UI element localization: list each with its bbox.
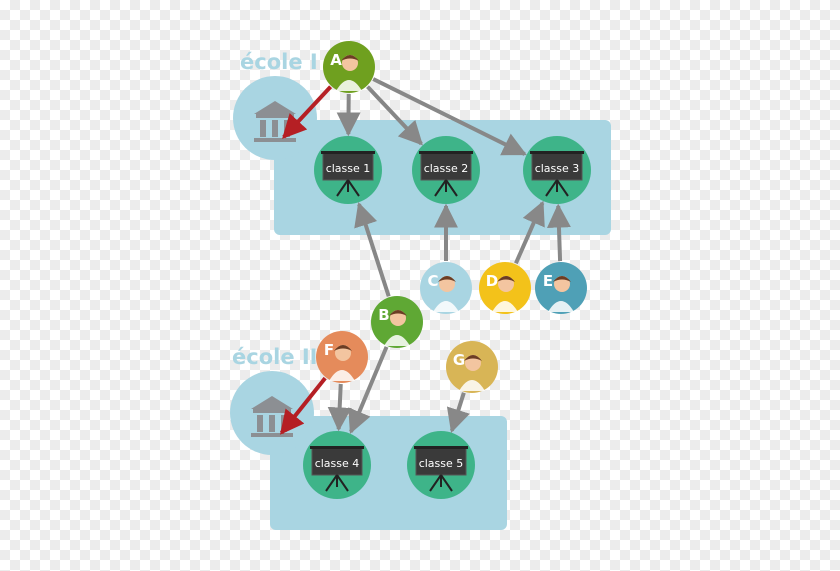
avatar-head: [342, 55, 358, 71]
avatar-body: [384, 335, 410, 346]
person-G: G: [446, 341, 498, 393]
woman-avatar-icon: [336, 55, 362, 91]
link-arrow-F-s2: [279, 376, 327, 435]
link-arrow-G-c5: [446, 392, 470, 433]
person-letter: G: [453, 351, 465, 369]
easel-leg: [545, 179, 558, 197]
woman-avatar-icon: [492, 276, 518, 312]
chalkboard-easel-icon: [414, 446, 468, 492]
chalkboard-easel-icon: [310, 446, 364, 492]
class-node: classe 4: [303, 431, 371, 499]
class-label: classe 3: [535, 162, 580, 175]
avatar-body: [492, 301, 518, 312]
link-arrow-A-s1: [282, 85, 333, 139]
school-2-label: école II: [232, 345, 318, 369]
chalkboard-easel-icon: [321, 151, 375, 197]
easel-leg: [440, 474, 453, 492]
woman-avatar-icon: [384, 310, 410, 346]
chalkboard-rail: [530, 151, 584, 154]
man-avatar-icon: [433, 276, 459, 312]
class-label: classe 5: [419, 457, 464, 470]
school-1-label: école I: [240, 50, 318, 74]
avatar-hair: [553, 276, 571, 282]
avatar-hair: [389, 310, 407, 316]
person-letter: B: [378, 306, 389, 324]
avatar-head: [498, 276, 514, 292]
chalkboard: [531, 152, 583, 181]
person-A: A: [323, 41, 375, 93]
person-B: B: [371, 296, 423, 348]
chalkboard-rail: [310, 446, 364, 449]
link-arrow-A-c3: [372, 77, 527, 156]
avatar-body: [329, 370, 355, 381]
class-node: classe 1: [314, 136, 382, 204]
avatar-hair: [438, 276, 456, 282]
woman-avatar-icon: [548, 276, 574, 312]
person-D: D: [479, 262, 531, 314]
avatar-head: [335, 345, 351, 361]
person-letter: F: [324, 341, 334, 359]
chalkboard-easel-icon: [530, 151, 584, 197]
easel-leg: [336, 179, 349, 197]
avatar-body: [336, 80, 362, 91]
bearded-man-avatar-icon: [329, 345, 355, 381]
avatar-body: [433, 301, 459, 312]
avatar-head: [390, 310, 406, 326]
easel-leg: [556, 179, 569, 197]
avatar-head: [439, 276, 455, 292]
avatar-body: [548, 301, 574, 312]
avatar-hair: [334, 345, 352, 351]
easel-leg: [325, 474, 338, 492]
easel-leg: [445, 179, 458, 197]
person-letter: C: [427, 272, 438, 290]
person-letter: D: [486, 272, 498, 290]
class-node: classe 2: [412, 136, 480, 204]
link-arrow-B-c1: [354, 201, 391, 297]
class-label: classe 4: [315, 457, 360, 470]
avatar-head: [465, 355, 481, 371]
link-arrow-E-c3: [546, 203, 571, 262]
person-E: E: [535, 262, 587, 314]
link-arrow-D-c3: [514, 200, 545, 265]
link-arrow-F-c4: [327, 383, 352, 432]
school-2-building: [230, 371, 314, 455]
easel-leg: [434, 179, 447, 197]
avatar-body: [459, 380, 485, 391]
person-C: C: [420, 262, 472, 314]
class-label: classe 1: [326, 162, 371, 175]
link-arrow-A-c2: [366, 85, 423, 146]
easel-leg: [429, 474, 442, 492]
avatar-head: [554, 276, 570, 292]
person-letter: A: [330, 51, 342, 69]
chalkboard-rail: [321, 151, 375, 154]
class-label: classe 2: [424, 162, 469, 175]
chalkboard-easel-icon: [419, 151, 473, 197]
avatar-hair: [464, 355, 482, 361]
chalkboard: [311, 447, 363, 476]
person-letter: E: [543, 272, 553, 290]
avatar-hair: [497, 276, 515, 282]
avatar-hair: [341, 55, 359, 61]
easel-leg: [336, 474, 349, 492]
chalkboard-rail: [419, 151, 473, 154]
chalkboard-rail: [414, 446, 468, 449]
person-F: F: [316, 331, 368, 383]
link-arrow-B-c4: [348, 346, 389, 435]
school-1-building: [233, 76, 317, 160]
class-node: classe 3: [523, 136, 591, 204]
class-node: classe 5: [407, 431, 475, 499]
easel-leg: [347, 179, 360, 197]
man-avatar-icon: [459, 355, 485, 391]
